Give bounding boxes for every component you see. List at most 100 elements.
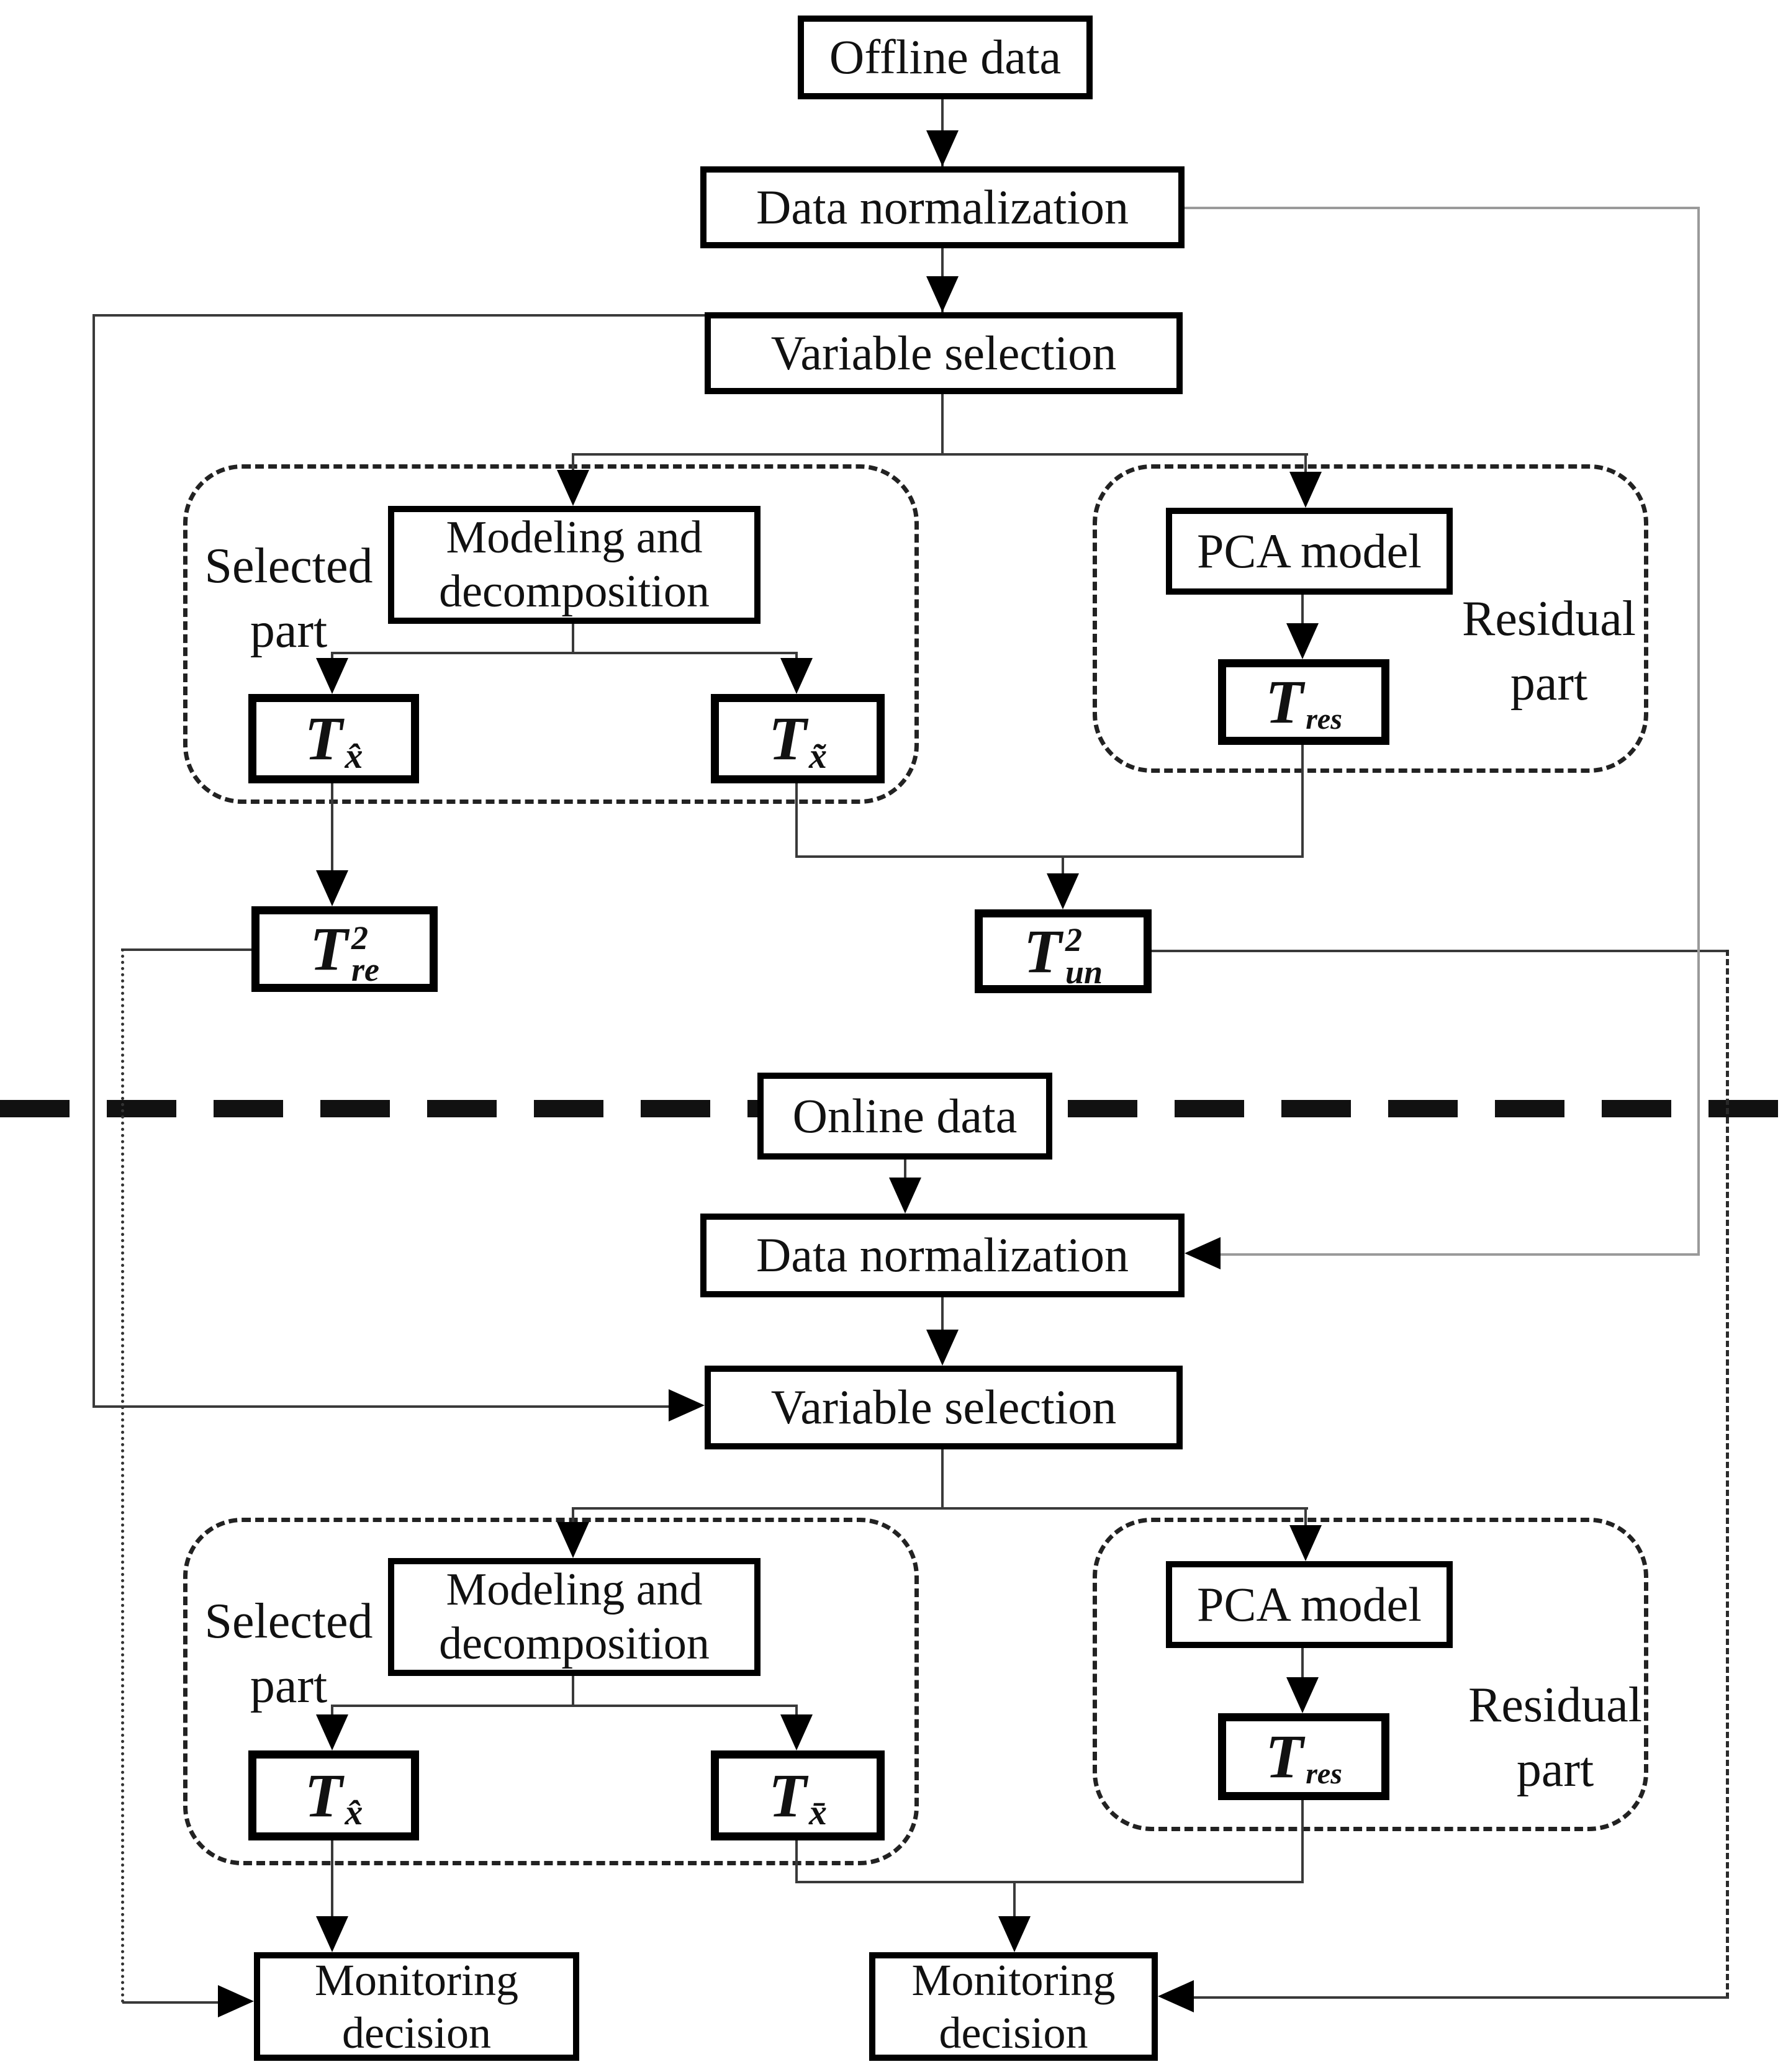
residual-part-label-line2: part [1510,656,1588,711]
connector-to-txhat-offline [331,652,333,662]
residual-part-label-offline: Residual part [1440,587,1658,716]
data-normalization-box-offline: Data normalization [700,166,1185,248]
connector-txbar-merge-online [795,1840,798,1882]
connector-t2re-rail [121,948,124,2004]
connector-modeling-split-stem-online [572,1676,574,1706]
connector-modeling-split-bar-online [331,1705,798,1707]
arrow-down-datanorm-offline [926,130,959,166]
t-xbar-sub-online: x̄ [809,1792,828,1833]
arrow-down-varsel-online [926,1330,959,1366]
t2-un-scripts: 2 un [1065,923,1103,989]
monitoring-decision-box-left: Monitoring decision [254,1952,579,2061]
connector-datanorm-feedback-rail [1697,207,1700,1256]
connector-txhat-monitoring-left [331,1840,333,1921]
variable-selection-box-online: Variable selection [705,1366,1183,1449]
offline-data-box: Offline data [798,16,1093,99]
t2-re-sub: re [351,951,380,988]
offline-data-label: Offline data [829,30,1062,84]
data-normalization-label-offline: Data normalization [756,179,1129,234]
connector-varsel-feedback-bottom [94,1405,671,1408]
connector-datanorm-varsel-online [941,1297,944,1335]
connector-datanorm-feedback-top [1185,207,1700,209]
modeling-decomposition-box-online: Modeling and decomposition [388,1558,761,1676]
arrow-down-varsel-offline [926,276,959,312]
connector-merge-bar-offline [795,855,1304,858]
arrow-right-varsel-online [669,1389,705,1421]
online-data-label: Online data [792,1088,1018,1143]
connector-txtilde-merge [795,783,798,857]
connector-txhat-t2re [331,783,333,874]
selected-part-label-line2: part [250,603,328,658]
arrow-down-monitoring-left [316,1916,348,1952]
connector-split-to-modeling-online [572,1507,574,1526]
connector-varsel-split-bar-offline [572,453,1308,456]
t2-un-base: T [1023,916,1062,986]
connector-merge-monitoring-right [1013,1881,1016,1919]
t2-re-sup: 2 [351,919,369,957]
t2-un-box: T 2 un [975,909,1152,993]
t-res-sub-online: res [1306,1757,1342,1790]
connector-merge-bar-online [795,1881,1304,1883]
pca-model-box-online: PCA model [1166,1561,1453,1648]
pca-model-label-offline: PCA model [1197,523,1422,578]
residual-part-group-offline [1093,464,1648,773]
t-res-box-online: T res [1218,1713,1389,1800]
connector-split-to-modeling-offline [572,453,574,473]
connector-t2un-out [1150,950,1728,952]
selected-part-group-online [183,1518,919,1865]
t-res-base-offline: T [1265,667,1304,736]
connector-pca-tres-online [1301,1648,1304,1682]
t2-re-base: T [309,914,348,983]
residual-part-label-online: Residual part [1447,1673,1664,1802]
t-xhat-sub-online: x̂ [345,1792,363,1833]
monitoring-right-line1: Monitoring [911,1955,1116,2005]
t-xhat-sub-offline: x̂ [345,735,363,776]
connector-varsel-feedback-rail [93,314,95,1408]
connector-t2re-monitoring [122,2001,222,2004]
t-xbar-base-online: T [768,1760,807,1830]
arrow-down-tres-offline [1286,623,1319,659]
modeling-decomposition-box-offline: Modeling and decomposition [388,506,761,624]
arrow-down-txhat-online [316,1714,348,1750]
data-normalization-box-online: Data normalization [700,1214,1185,1297]
connector-varsel-split-stem-online [941,1449,944,1508]
arrow-down-modeling-online [557,1522,589,1558]
residual-part-label-line2: part [1516,1742,1594,1797]
t-res-base-online: T [1265,1722,1304,1791]
connector-tres-merge-offline [1301,745,1304,857]
connector-t2un-rail [1726,950,1729,1999]
connector-modeling-split-bar-offline [331,652,798,654]
connector-to-txtilde-offline [795,652,798,662]
connector-varsel-feedback-top [93,314,705,317]
pca-model-box-offline: PCA model [1166,508,1453,595]
connector-varsel-split-bar-online [572,1507,1308,1510]
t-xbar-box-online: T x̄ [711,1750,885,1840]
selected-part-label-line1: Selected [204,1594,373,1649]
connector-t2un-monitoring [1194,1996,1728,1999]
residual-part-group-online [1093,1518,1648,1831]
residual-part-label-line1: Residual [1462,592,1636,646]
connector-datanorm-feedback-bottom [1221,1253,1700,1256]
connector-to-txbar-online [795,1705,798,1717]
monitoring-right-line2: decision [939,2007,1088,2058]
arrow-down-txbar-online [780,1714,813,1750]
arrow-left-datanorm-online [1185,1237,1221,1269]
arrow-down-pca-offline [1289,472,1322,508]
connector-merge-t2un [1062,855,1064,876]
t-res-box-offline: T res [1218,659,1389,745]
modeling-label-line1-online: Modeling and [446,1564,703,1615]
t2-re-scripts: 2 re [351,919,380,988]
t-xtilde-box-offline: T x̃ [711,694,885,783]
t-xhat-box-online: T x̂ [248,1750,419,1840]
connector-split-to-pca-online [1304,1507,1307,1529]
t2-re-box: T 2 re [251,906,438,992]
modeling-label-line2-online: decomposition [439,1618,710,1669]
connector-split-to-pca-offline [1304,453,1307,475]
connector-onlinedata-datanorm [904,1160,906,1184]
arrow-down-pca-online [1289,1525,1322,1561]
selected-part-label-online: Selected part [196,1589,382,1718]
t-xtilde-base-offline: T [768,704,807,773]
connector-tres-merge-online [1301,1800,1304,1882]
connector-modeling-split-stem-offline [572,624,574,653]
